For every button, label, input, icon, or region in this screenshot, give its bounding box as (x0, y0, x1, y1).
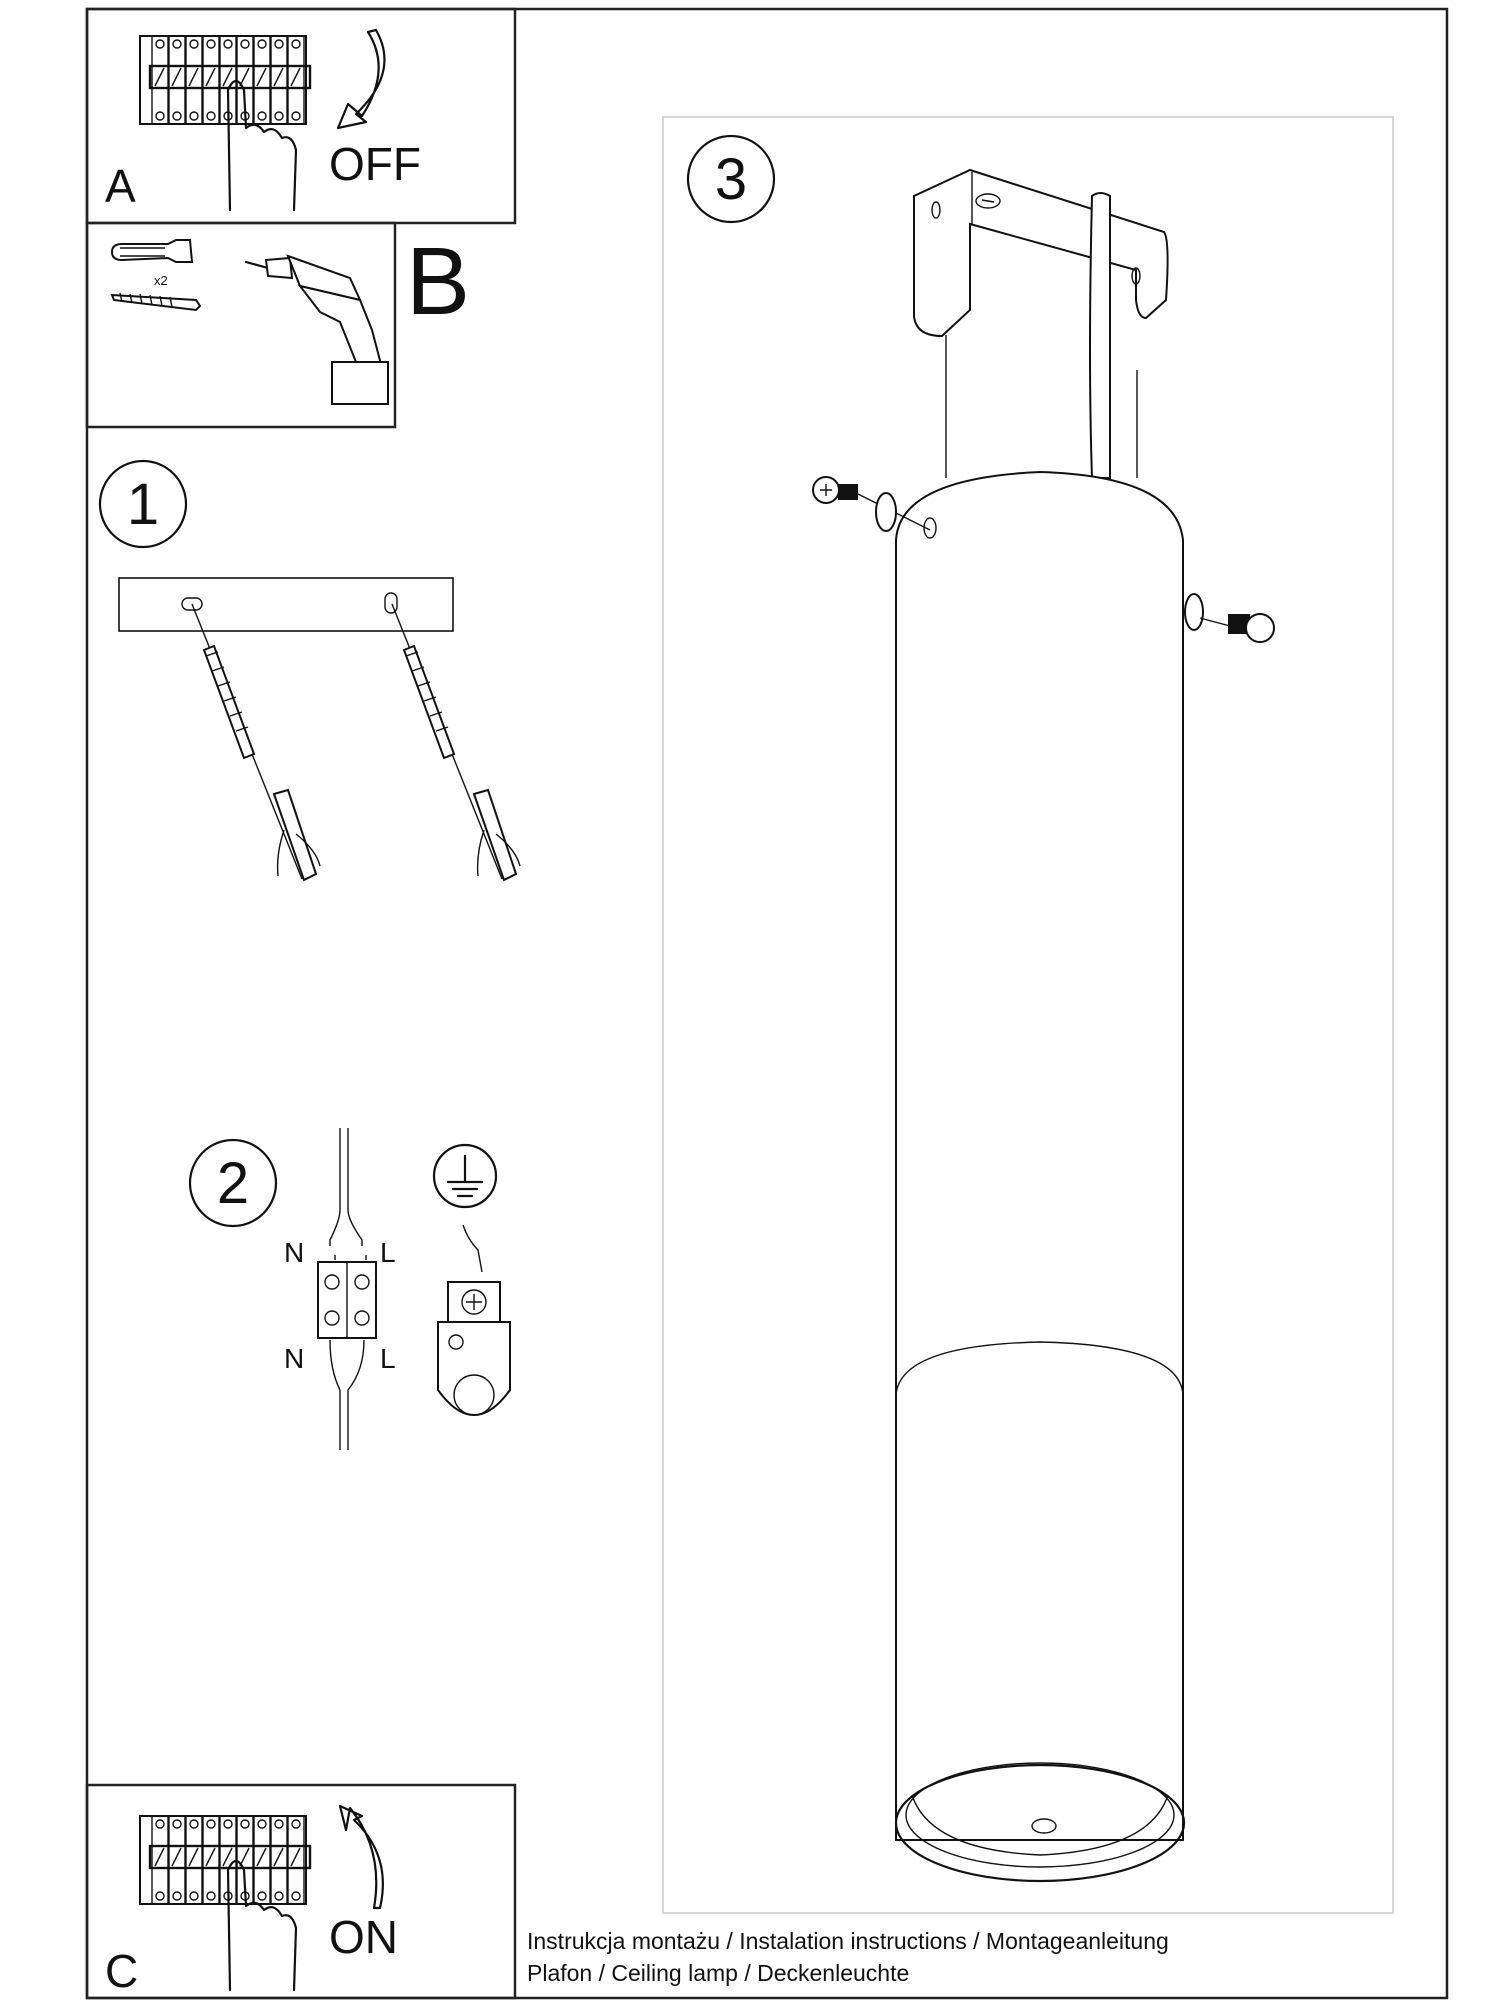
panel-a-power-off: OFF A (85, 7, 517, 225)
power-cable (1089, 192, 1111, 479)
step-1-number: 1 (127, 472, 159, 537)
pointing-hand-icon (226, 1859, 298, 1992)
live-label-top: L (380, 1237, 396, 1268)
screw-right-icon (1184, 593, 1275, 643)
screw-and-dowel-icon (191, 603, 321, 882)
mounting-plate (118, 577, 454, 632)
step-2-wiring: 2 N L N L (188, 1128, 511, 1450)
step-3-number: 3 (715, 147, 747, 212)
step-2-badge (188, 1138, 278, 1228)
breaker-panel-icon (139, 35, 312, 125)
panel-c-letter: C (105, 1945, 138, 1997)
power-drill-icon (244, 254, 389, 405)
off-label: OFF (329, 138, 421, 190)
panel-b-tools: x2 (85, 221, 397, 429)
mounting-bracket (913, 168, 1169, 478)
earth-ground-icon (432, 1143, 511, 1416)
step-2-number: 2 (217, 1151, 249, 1216)
footer-subtitle: Plafon / Ceiling lamp / Deckenleuchte (527, 1960, 910, 1986)
wall-plug-icon (110, 239, 194, 263)
breaker-panel-icon (139, 1815, 312, 1905)
arrow-up-icon (338, 1804, 384, 1910)
on-label: ON (329, 1911, 398, 1963)
neutral-label-bottom: N (284, 1343, 304, 1374)
terminal-block-icon (317, 1128, 377, 1450)
step-1-badge (98, 459, 188, 549)
arrow-down-icon (336, 28, 386, 130)
lamp-cylinder (894, 470, 1186, 1883)
step-1-mounting: 1 (98, 459, 521, 882)
outer-frame (85, 7, 1449, 2000)
footer-title: Instrukcja montażu / Instalation instruc… (527, 1928, 1169, 1954)
step-3-assembly: 3 (662, 116, 1394, 1914)
quantity-label: x2 (154, 273, 168, 288)
live-label-bottom: L (380, 1343, 396, 1374)
step-3-frame (662, 116, 1394, 1914)
neutral-label-top: N (284, 1237, 304, 1268)
pointing-hand-icon (226, 79, 298, 212)
screw-and-dowel-icon (391, 603, 521, 882)
panel-c-power-on: ON C (85, 1783, 517, 2000)
screw-left-icon (812, 476, 937, 539)
panel-a-letter: A (105, 160, 136, 212)
panel-b-letter: B (406, 228, 470, 335)
step-3-badge (686, 134, 776, 224)
screw-icon (110, 292, 202, 312)
